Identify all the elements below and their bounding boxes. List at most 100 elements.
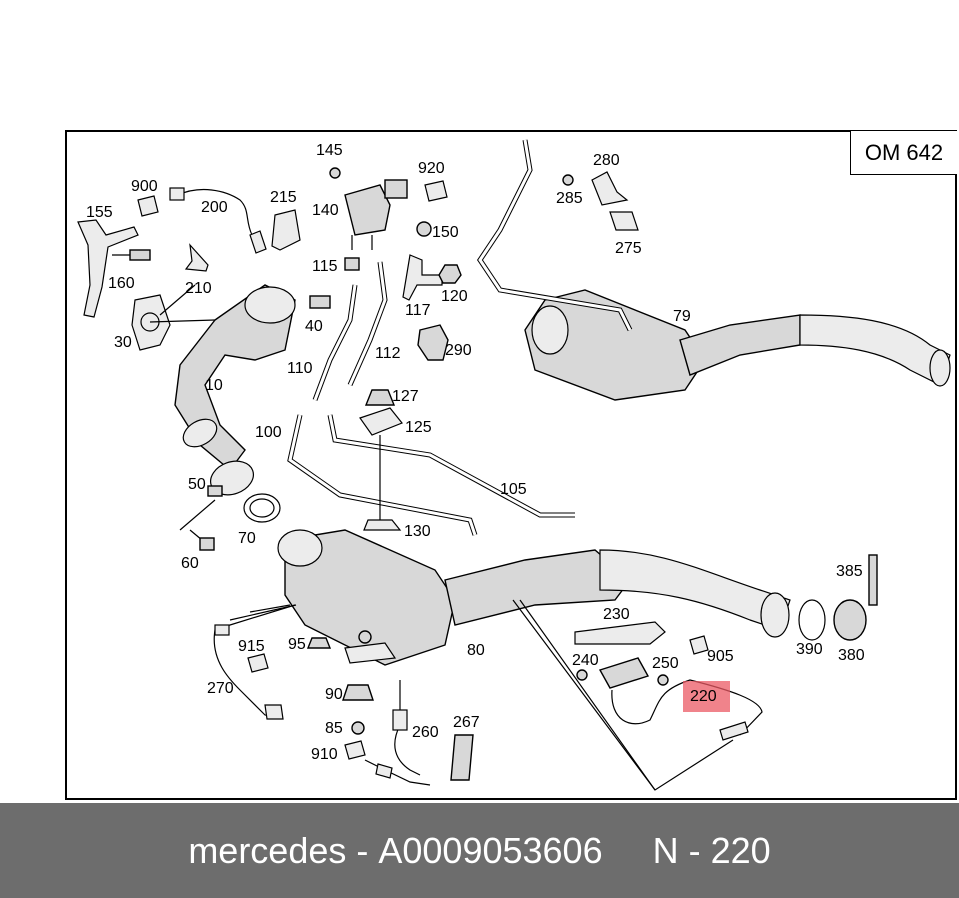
label-80: 80: [467, 642, 485, 659]
mount-90: [342, 684, 374, 701]
pipe-100: [287, 414, 478, 536]
label-220[interactable]: 220: [690, 688, 717, 705]
clip-900: [137, 195, 159, 217]
label-70: 70: [238, 530, 256, 547]
label-85: 85: [325, 720, 343, 737]
screw-240: [576, 669, 588, 681]
label-270: 270: [207, 680, 234, 697]
label-115: 115: [312, 258, 338, 275]
clamp-50: [207, 460, 254, 497]
label-385: 385: [836, 563, 863, 580]
label-920: 920: [418, 160, 445, 177]
label-250: 250: [652, 655, 679, 672]
label-900: 900: [131, 178, 158, 195]
clip-910: [344, 740, 366, 760]
footer-sep: -: [346, 829, 379, 871]
clip-915: [247, 653, 269, 673]
label-155: 155: [86, 204, 113, 221]
label-60: 60: [181, 555, 199, 572]
clip-920: [424, 180, 448, 202]
highlight-220-label-layer: 220: [690, 688, 717, 705]
label-110: 110: [287, 360, 313, 377]
label-280: 280: [593, 152, 620, 169]
label-290: 290: [445, 342, 472, 359]
pipe-110: [312, 284, 358, 401]
label-30: 30: [114, 334, 132, 351]
label-267: 267: [453, 714, 480, 731]
label-150: 150: [432, 224, 459, 241]
label-140: 140: [312, 202, 339, 219]
label-285: 285: [556, 190, 583, 207]
screw-250: [657, 674, 669, 686]
footer-caption: mercedes - A0009053606 N - 220: [0, 803, 959, 898]
mount-95: [306, 637, 332, 649]
label-910: 910: [311, 746, 338, 763]
diagram-frame: [65, 130, 957, 800]
label-120: 120: [441, 288, 468, 305]
label-95: 95: [288, 636, 306, 653]
pipe-105: [327, 414, 575, 518]
label-215: 215: [270, 189, 297, 206]
highlight-220: [683, 681, 730, 712]
label-130: 130: [404, 523, 431, 540]
footer-brand: mercedes: [188, 829, 347, 871]
sensor-cable-270: [213, 604, 296, 720]
leader-lines: [149, 284, 656, 791]
cap-115: [344, 257, 360, 271]
label-125: 125: [405, 419, 432, 436]
clip-210: [184, 243, 209, 272]
exhaust-pipe-10: [174, 284, 296, 472]
label-79: 79: [673, 308, 691, 325]
bracket-117: [402, 254, 443, 301]
tail-pipe-lower: [599, 549, 791, 638]
bracket-95-plate: [344, 630, 397, 664]
sensor-260: [392, 680, 421, 776]
footer-part-number: A0009053606: [378, 829, 603, 871]
label-127: 127: [392, 388, 419, 405]
label-200: 200: [201, 199, 228, 216]
gasket-70: [243, 493, 281, 523]
label-145: 145: [316, 142, 343, 159]
valve-290: [417, 324, 449, 361]
bracket-125: [359, 407, 403, 436]
sensor-cable-200: [169, 187, 267, 254]
bolt-60: [189, 529, 215, 551]
nut-150: [416, 221, 432, 237]
footer-bar: [0, 803, 959, 898]
label-390: 390: [796, 641, 823, 658]
parts-diagram: 145 920 900 200 215 140 150 155 160 210 …: [77, 139, 951, 791]
label-260: 260: [412, 724, 439, 741]
bolt-40: [309, 295, 331, 309]
dpf-79: [476, 139, 951, 401]
mount-127: [364, 389, 396, 406]
clip-905: [689, 635, 709, 655]
label-100: 100: [255, 424, 282, 441]
footer-gap: [603, 830, 653, 872]
clip-267: [450, 734, 474, 781]
label-240: 240: [572, 652, 599, 669]
bracket-280: [591, 171, 629, 206]
bracket-155: [77, 219, 139, 318]
dpf-80: [277, 529, 631, 666]
plate-275: [609, 211, 639, 231]
label-105: 105: [500, 481, 527, 498]
label-230: 230: [603, 606, 630, 623]
label-915: 915: [238, 638, 265, 655]
label-90: 90: [325, 686, 343, 703]
pipe-112: [347, 261, 388, 387]
label-160: 160: [108, 275, 135, 292]
bracket-130: [363, 519, 402, 531]
label-10: 10: [205, 377, 223, 394]
bolt-160: [112, 249, 151, 261]
label-380: 380: [838, 647, 865, 664]
nut-85: [351, 721, 365, 735]
label-117: 117: [405, 302, 431, 319]
bracket-215: [271, 209, 301, 251]
screw-285: [562, 174, 574, 186]
footer-reference: N - 220: [652, 829, 771, 871]
cable-910: [364, 759, 431, 786]
label-905: 905: [707, 648, 734, 665]
ring-390: [798, 599, 826, 641]
engine-code-label: OM 642: [850, 131, 957, 175]
cap-380: [833, 599, 867, 641]
